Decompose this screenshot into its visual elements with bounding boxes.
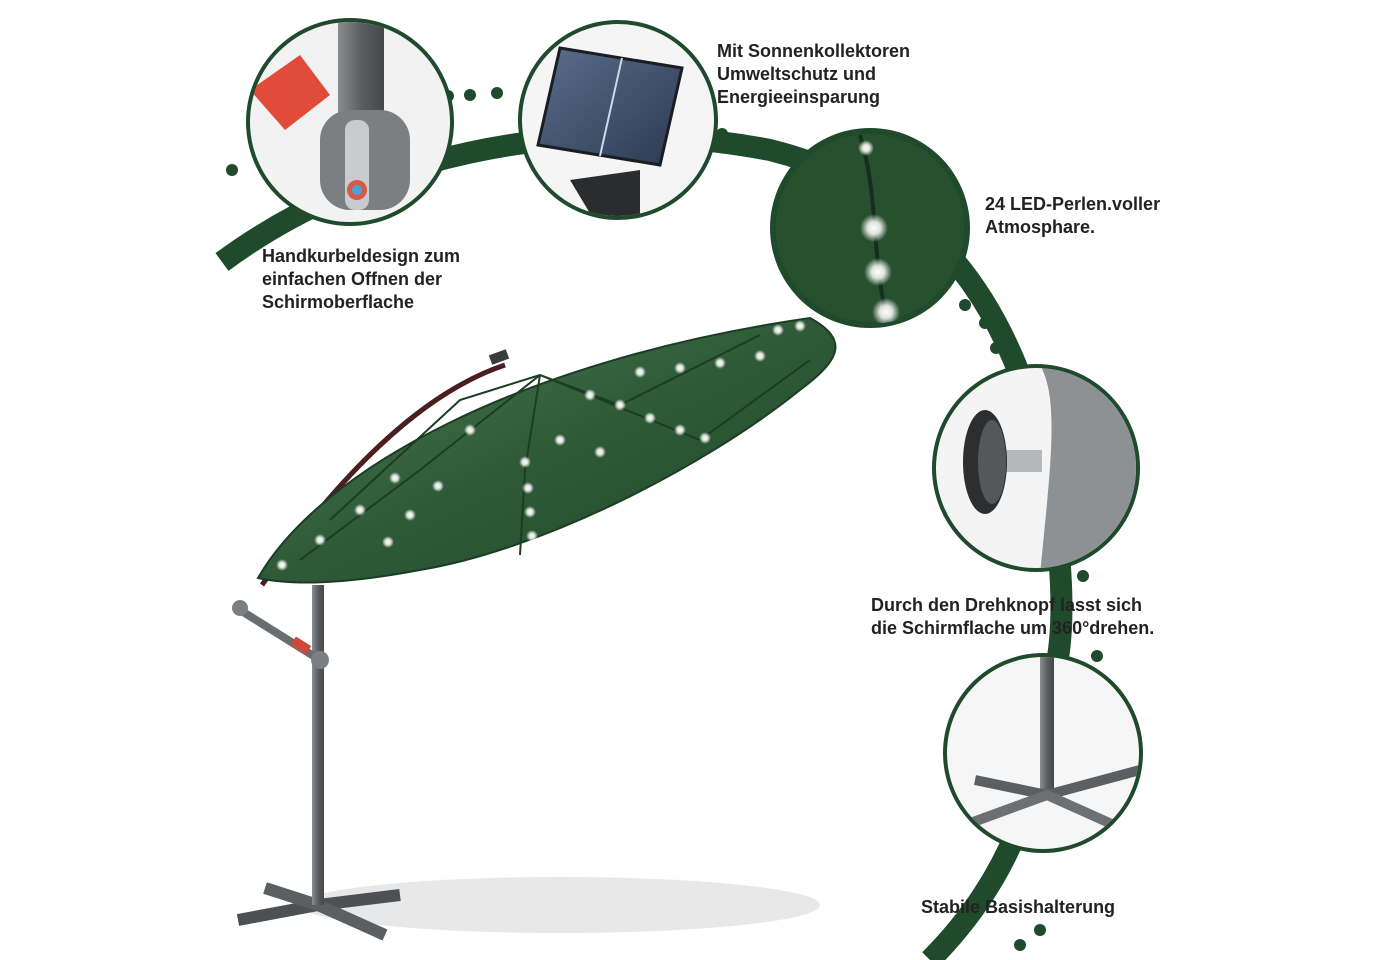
- caption-line: einfachen Offnen der: [262, 269, 443, 289]
- led-bead: [432, 480, 444, 492]
- trail-dot: [784, 152, 796, 164]
- led-bead: [714, 357, 726, 369]
- led-bead: [674, 362, 686, 374]
- caption-line: Stabile Basishalterung: [921, 897, 1116, 917]
- led-bead: [276, 559, 288, 571]
- led-bead: [389, 472, 401, 484]
- caption-line: Schirmoberflache: [262, 292, 415, 312]
- trail-dot: [226, 164, 238, 176]
- trail-dot: [990, 342, 1002, 354]
- caption-line: Atmosphare.: [985, 217, 1096, 237]
- led-bead: [354, 504, 366, 516]
- caption-line: Handkurbeldesign zum: [262, 246, 461, 266]
- caption-line: Energieeinsparung: [717, 87, 881, 107]
- led-bead: [524, 506, 536, 518]
- trail-dot: [959, 299, 971, 311]
- led-bead: [404, 509, 416, 521]
- caption-line: 24 LED-Perlen.voller: [985, 194, 1161, 214]
- cross-base-icon: [943, 653, 1143, 853]
- led-bead: [754, 350, 766, 362]
- led-bead: [699, 432, 711, 444]
- trail-dot: [1034, 924, 1046, 936]
- rotation-knob-icon: [932, 364, 1140, 572]
- solar-panel-icon: [518, 20, 718, 220]
- trail-dot: [1014, 939, 1026, 951]
- led-bead: [614, 399, 626, 411]
- led-bead: [594, 446, 606, 458]
- led-bead: [522, 482, 534, 494]
- trail-dot: [716, 128, 728, 140]
- caption-rotation-knob: Durch den Drehknopf lasst sich die Schir…: [871, 594, 1154, 640]
- caption-solar-panel: Mit Sonnenkollektoren Umweltschutz und E…: [717, 40, 910, 109]
- umbrella-illustration: [232, 316, 837, 941]
- led-lights-icon: [770, 128, 970, 328]
- led-bead: [772, 324, 784, 336]
- led-bead: [644, 412, 656, 424]
- trail-dot: [762, 144, 774, 156]
- trail-dot: [740, 136, 752, 148]
- trail-dot: [491, 87, 503, 99]
- trail-dot: [979, 317, 991, 329]
- led-bead: [464, 424, 476, 436]
- caption-base: Stabile Basishalterung: [921, 896, 1115, 919]
- led-bead: [382, 536, 394, 548]
- led-bead: [584, 389, 596, 401]
- caption-line: die Schirmflache um 360°drehen.: [871, 618, 1155, 638]
- trail-dot: [1091, 650, 1103, 662]
- caption-line: Umweltschutz und: [717, 64, 877, 84]
- caption-line: Durch den Drehknopf lasst sich: [871, 595, 1143, 615]
- canopy-led-lights: [276, 320, 806, 571]
- led-bead: [794, 320, 806, 332]
- led-bead: [634, 366, 646, 378]
- led-bead: [526, 530, 538, 542]
- led-bead: [554, 434, 566, 446]
- trail-dot: [1054, 576, 1066, 588]
- led-bead: [314, 534, 326, 546]
- hand-crank-icon: [246, 18, 454, 226]
- caption-led-lights: 24 LED-Perlen.voller Atmosphare.: [985, 193, 1160, 239]
- led-bead: [674, 424, 686, 436]
- caption-line: Mit Sonnenkollektoren: [717, 41, 911, 61]
- trail-dot: [1077, 570, 1089, 582]
- trail-dot: [464, 89, 476, 101]
- led-bead: [519, 456, 531, 468]
- caption-hand-crank: Handkurbeldesign zum einfachen Offnen de…: [262, 245, 460, 314]
